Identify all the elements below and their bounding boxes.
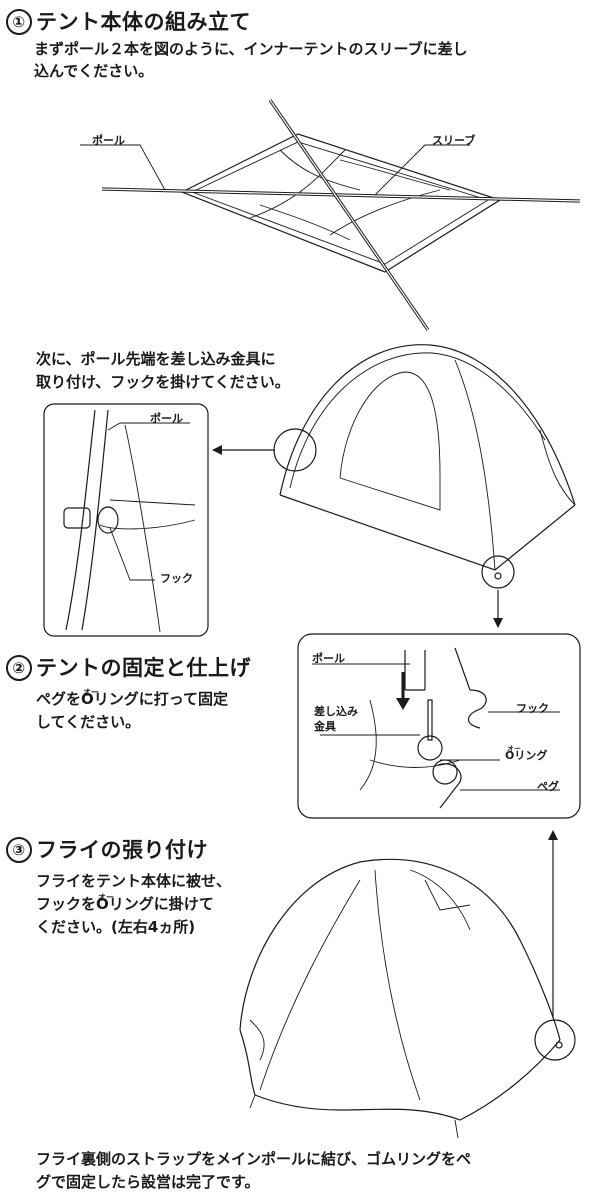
section3-title: フライの張り付け bbox=[36, 838, 208, 862]
section1-text-1: まずポール２本を図のように、インナーテントのスリーブに差し bbox=[34, 40, 468, 58]
step1b-text-1: 次に、ポール先端を差し込み金具に bbox=[36, 350, 276, 368]
label-pole-1: ポール bbox=[92, 134, 125, 147]
footer-text-1: フライ裏側のストラップをメインポールに結び、ゴムリングをペ bbox=[36, 1150, 472, 1168]
label-pole-2: ポール bbox=[150, 412, 183, 425]
detail-box-2 bbox=[297, 633, 581, 819]
section1-number: ① bbox=[6, 9, 32, 35]
section2-title: テントの固定と仕上げ bbox=[36, 656, 251, 680]
section2-text-2: してください。 bbox=[36, 713, 141, 731]
section2-number: ② bbox=[6, 655, 32, 681]
o-ruby-2: オー bbox=[98, 893, 115, 902]
label-hook-2: フック bbox=[516, 702, 549, 715]
section3-text-3: ください。(左右4ヵ所) bbox=[36, 918, 196, 936]
fly-outline bbox=[239, 858, 561, 1041]
label-hook-1: フック bbox=[160, 572, 193, 585]
section1-text-2: 込んでください。 bbox=[34, 62, 154, 80]
zoom-circle-3 bbox=[534, 1019, 576, 1061]
zoom-circle-1 bbox=[273, 428, 317, 472]
label-fitting-2: 金具 bbox=[314, 720, 336, 733]
section1-title: テント本体の組み立て bbox=[36, 10, 251, 34]
label-fitting-1: 差し込み bbox=[314, 705, 358, 718]
o-ruby-1: オー bbox=[83, 688, 100, 697]
zoom-circle-2 bbox=[481, 555, 515, 589]
footer-text-2: グで固定したら設営は完了です。 bbox=[36, 1173, 260, 1191]
detail-box-1 bbox=[43, 403, 209, 637]
step1b-text-2: 取り付け、フックを掛けてください。 bbox=[36, 373, 290, 391]
section3-text-1: フライをテント本体に被せ、 bbox=[36, 872, 232, 890]
label-peg: ペグ bbox=[537, 780, 559, 793]
label-pole-3: ポール bbox=[312, 652, 345, 665]
label-sleeve: スリーブ bbox=[432, 134, 476, 147]
section3-number: ③ bbox=[6, 837, 32, 863]
